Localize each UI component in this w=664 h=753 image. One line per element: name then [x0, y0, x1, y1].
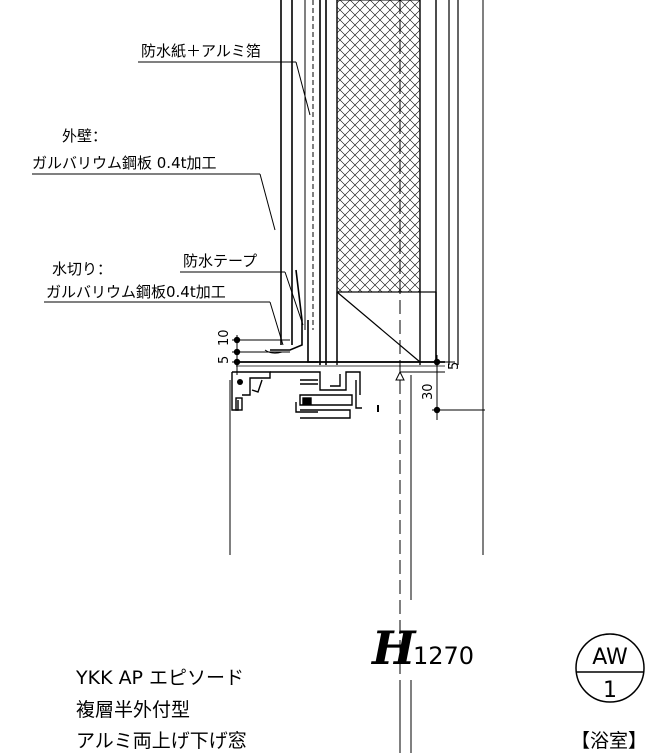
label-waterproof-tape: 防水テープ [183, 252, 257, 270]
product-line-3: アルミ両上げ下げ窓 [76, 730, 247, 752]
window-tag: AW 1 [575, 633, 645, 703]
tag-number: 1 [603, 678, 617, 703]
dimension-dots [233, 336, 441, 414]
label-waterproof-paper: 防水紙＋アルミ箔 [141, 42, 261, 60]
tag-room: 【浴室】 [571, 730, 647, 752]
height-symbol: H [370, 621, 417, 675]
window-frame-profile [231, 371, 379, 419]
label-outer-wall-title: 外壁： [62, 127, 107, 145]
flashing-leader-curve [264, 349, 283, 354]
leader-lines [32, 61, 311, 346]
product-line-2: 複層半外付型 [76, 699, 190, 721]
insulation-hatch [336, 0, 421, 293]
dim-5-left: 5 [217, 356, 232, 364]
product-line-1: YKK AP エピソード [75, 667, 244, 689]
wood-frame-block [336, 291, 437, 363]
dim-30: 30 [421, 383, 436, 400]
tag-code: AW [592, 645, 628, 670]
dim-5-right: 5 [447, 362, 462, 370]
height-value: 1270 [413, 642, 474, 670]
label-flashing-material: ガルバリウム鋼板0.4t加工 [46, 283, 226, 301]
label-flashing-title: 水切り： [52, 260, 112, 278]
dim-10: 10 [217, 329, 232, 346]
label-outer-wall-material: ガルバリウム鋼板 0.4t加工 [32, 154, 217, 172]
